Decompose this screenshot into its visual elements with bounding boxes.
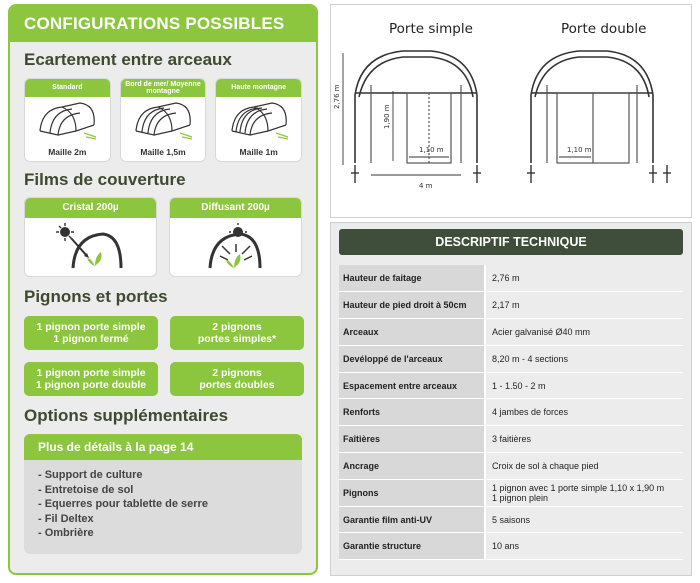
gable-options: 1 pignon porte simple 1 pignon fermé 2 p… <box>10 316 316 396</box>
spec-key: Ancrage <box>339 452 486 480</box>
spec-value: 1 - 1.50 - 2 m <box>485 372 683 400</box>
list-item: - Equerres pour tablette de serre <box>38 498 208 510</box>
double-door-width-label: 1,10 m <box>567 146 592 154</box>
films-title: Films de couverture <box>24 170 186 189</box>
spacing-card-mountain[interactable]: Haute montagne Maille 1m <box>215 78 303 162</box>
simple-door-title: Porte simple <box>389 21 473 37</box>
gable-option-2[interactable]: 2 pignons portes simples* <box>170 316 304 350</box>
extras-title: Options supplémentaires <box>24 406 229 425</box>
extras-header[interactable]: Plus de détails à la page 14 <box>24 434 302 460</box>
gable-option-3[interactable]: 1 pignon porte simple 1 pignon porte dou… <box>24 362 158 396</box>
spec-value: 2,17 m <box>485 291 683 320</box>
spacing-card-mesh: Maille 2m <box>48 147 87 157</box>
height-label: 2,76 m <box>333 84 341 109</box>
spec-key: Hauteur de faitage <box>339 265 486 293</box>
panel-title: CONFIGURATIONS POSSIBLES <box>10 6 316 42</box>
spec-value: 1 pignon avec 1 porte simple 1,10 x 1,90… <box>485 479 683 507</box>
spec-value: Croix de sol à chaque pied <box>485 452 683 480</box>
extras-box: Plus de détails à la page 14 - Support d… <box>24 434 302 554</box>
spec-key: Garantie film anti-UV <box>339 506 486 534</box>
film-cards: Cristal 200µ Diffusant 200µ <box>10 197 316 277</box>
spacing-card-label: Haute montagne <box>216 79 302 97</box>
list-item: - Fil Deltex <box>38 512 94 525</box>
spacing-title: Ecartement entre arceaux <box>24 50 232 69</box>
gable-option-1[interactable]: 1 pignon porte simple 1 pignon fermé <box>24 316 158 350</box>
spacing-card-label: Standard <box>25 79 110 97</box>
spec-value: 3 faitières <box>485 425 683 454</box>
spec-value: 10 ans <box>485 532 683 561</box>
spec-key: Pignons <box>339 479 486 507</box>
spacing-card-mesh: Maille 1m <box>239 147 278 157</box>
list-item: - Support de culture <box>38 469 143 481</box>
tunnel-icon <box>135 102 193 140</box>
spec-key: Garantie structure <box>339 532 486 561</box>
spec-value: 8,20 m - 4 sections <box>485 345 683 373</box>
configurations-panel: CONFIGURATIONS POSSIBLES Ecartement entr… <box>8 4 318 575</box>
specs-title: DESCRIPTIF TECHNIQUE <box>339 229 683 255</box>
direct-light-icon <box>55 223 122 269</box>
film-card-label: Diffusant 200µ <box>170 198 301 218</box>
spec-value: 5 saisons <box>485 506 683 534</box>
double-door-title: Porte double <box>561 21 647 37</box>
tunnel-icon <box>39 102 97 140</box>
spec-value: 2,76 m <box>485 265 683 293</box>
film-card-diffusant[interactable]: Diffusant 200µ <box>169 197 302 277</box>
door-diagrams: Porte simple Porte double 2,76 m 1,90 m … <box>330 4 692 218</box>
door-diagram-drawing: 2,76 m 1,90 m 1,10 m 4 m 1,10 m <box>333 50 671 190</box>
spacing-card-coastal[interactable]: Bord de mer/ Moyenne montagne Maille 1,5… <box>119 78 207 162</box>
spec-value: 4 jambes de forces <box>485 398 683 427</box>
door-width-label: 1,10 m <box>419 146 444 154</box>
list-item: - Entretoise de sol <box>38 483 134 496</box>
spec-key: Faîtières <box>339 425 486 454</box>
spec-key: Arceaux <box>339 318 486 346</box>
spacing-card-mesh: Maille 1,5m <box>140 147 186 157</box>
diffuse-light-icon <box>208 223 261 269</box>
tunnel-icon <box>231 102 288 140</box>
spec-key: Hauteur de pied droit à 50cm <box>339 291 486 320</box>
film-card-label: Cristal 200µ <box>25 198 156 218</box>
spec-key: Espacement entre arceaux <box>339 372 486 400</box>
spacing-card-label: Bord de mer/ Moyenne montagne <box>120 79 206 97</box>
extras-list: - Support de culture - Entretoise de sol… <box>24 460 302 549</box>
door-height-label: 1,90 m <box>383 104 391 129</box>
width-label: 4 m <box>419 182 433 190</box>
spec-key: Renforts <box>339 398 486 427</box>
spec-value: Acier galvanisé Ø40 mm <box>485 318 683 346</box>
spacing-card-standard[interactable]: Standard Maille 2m <box>24 78 111 162</box>
spacing-cards: Standard Maille 2m Bord de mer/ Moyenne … <box>10 78 316 162</box>
gables-title: Pignons et portes <box>24 287 168 306</box>
list-item: - Ombrière <box>38 527 94 539</box>
spec-key: Devéloppé de l'arceaux <box>339 345 486 373</box>
film-card-cristal[interactable]: Cristal 200µ <box>24 197 157 277</box>
gable-option-4[interactable]: 2 pignons portes doubles <box>170 362 304 396</box>
